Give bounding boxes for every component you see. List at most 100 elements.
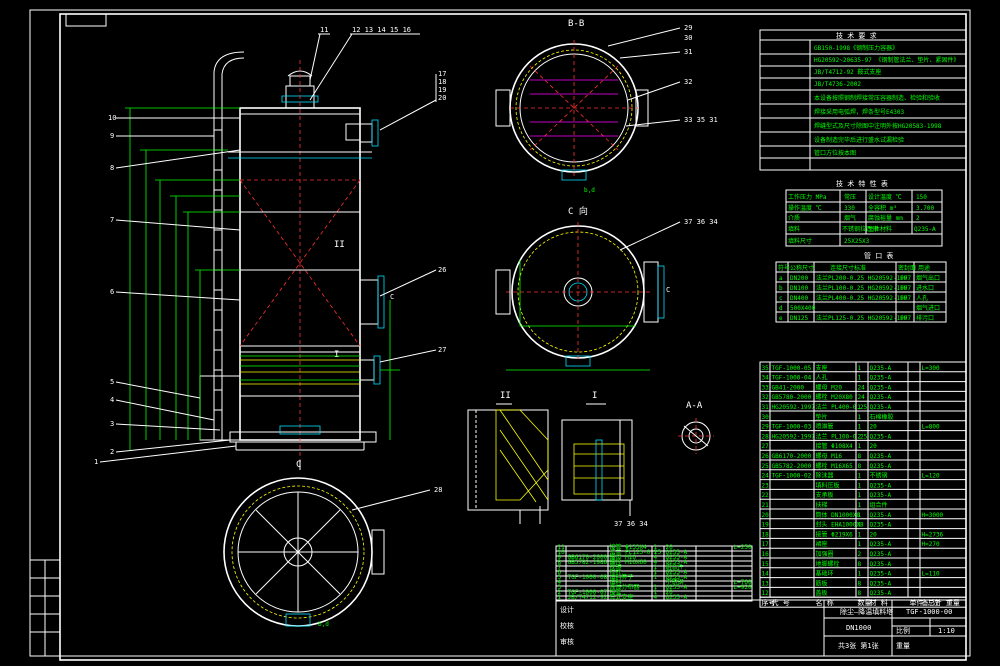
bom-left-cell: 8 (558, 559, 562, 566)
nz-4-0: e (779, 315, 783, 322)
bom-left-cell: 液体分布器 (610, 583, 640, 591)
bom-right-cell: 2 (858, 433, 862, 440)
bom-right-cell: H=2736 (922, 531, 944, 538)
bom-left-cell: Q235-A (666, 554, 688, 561)
corner-box (65, 13, 107, 27)
bom-right-cell: 螺栓 M20X80 (816, 393, 854, 401)
bom-left-cell: 接管 (610, 588, 622, 596)
bom-left-cell: L=760 (734, 579, 752, 586)
bom-right-cell: 33 (762, 384, 770, 391)
bom-right-cell: 螺栓 M16X65 (816, 462, 854, 470)
bom-left-cell: 4 (654, 554, 658, 561)
bom-right-cell: 24 (858, 384, 866, 391)
bom-right-cell: TGF-1000-03 (772, 424, 812, 431)
nozzle-table-title: 管 口 表 (864, 251, 893, 260)
nz-2-4: 人孔 (916, 294, 928, 302)
ladder-rungs (214, 129, 222, 411)
bom-right-cell: 螺母 M16 (816, 452, 843, 460)
bom-right-cell: 盖板 (816, 589, 828, 597)
bom-right-cell: 8 (858, 580, 862, 587)
bom-right-cell: 20 (762, 512, 770, 519)
view-c: C 向 37 36 34 C (495, 205, 718, 371)
bom-right-cell: Q235-A (870, 375, 892, 382)
bom-header-cell: 备 注 (922, 598, 940, 607)
bom-right-cell: 接管 Φ219X6 (816, 530, 854, 538)
handrail-pipe (213, 51, 245, 108)
bom-right-cell: 1 (858, 571, 862, 578)
balloon-28: 32 (684, 78, 692, 86)
scale-label: 比例 (896, 626, 910, 635)
outer-frame (29, 9, 971, 657)
bom-right-cell: 接管 Φ108X4 (816, 442, 854, 450)
tech-req-row-1: HG20592~20635-97 《钢制管法兰、垫片、紧固件》 (814, 56, 959, 64)
bom-right-cell: 筒体 DN1000X8 (816, 511, 861, 519)
bom-right-cell: 24 (762, 473, 770, 480)
nozzle-a (359, 123, 373, 143)
bom-left-cell: 螺母 M16 (610, 553, 637, 561)
dimension-lines (125, 107, 400, 450)
balloon-19: 19 (438, 86, 446, 94)
bom-right-cell: 8 (858, 463, 862, 470)
detail-aa: A-A (678, 401, 714, 454)
bom-right-cell: Q235-A (870, 492, 892, 499)
nz-4-2: 法兰PL125-0.25 HG20592-1997 (816, 314, 911, 322)
bom-left-cell: 1 (558, 594, 562, 601)
bom-right-cell: 28 (762, 433, 770, 440)
tc-0-2: 设计温度 ℃ (868, 193, 902, 201)
bom-right-cell: 30 (762, 414, 770, 421)
nz-4-4: 排污口 (916, 314, 934, 322)
bom-right-cell: 34 (762, 375, 770, 382)
bom-right-cell: 不锈钢 (870, 472, 888, 480)
leader-lines-left (99, 117, 241, 463)
nz-h-1: 公称尺寸 (790, 264, 814, 272)
balloon-23: 27 (438, 346, 446, 354)
balloon-26: 30 (684, 34, 692, 42)
balloon-27: 31 (684, 48, 692, 56)
bom-right-cell: Q235-A (870, 433, 892, 440)
bom-right-cell: 法兰 PL400-0.25 (816, 403, 868, 411)
bom-right-cell: 13 (762, 580, 770, 587)
bom-right-cell: 喷淋管 (816, 423, 834, 431)
bom-left-cell: 9 (558, 554, 562, 561)
bom-right-cell: 筋板 (816, 579, 828, 587)
nozzle-table: 管 口 表 符号 公称尺寸 连接尺寸标准 密封面 用途 a DN200 法兰PL… (775, 251, 947, 323)
nz-0-0: a (779, 275, 783, 282)
bom-right-cell: 23 (762, 482, 770, 489)
bom-left-cell: 1 (654, 544, 658, 551)
bom-right-cell: 支承板 (816, 491, 834, 499)
bom-left-cell: 20 (666, 544, 674, 551)
bom-left-frame (555, 545, 753, 602)
bom-right-cell: Q235-A (870, 571, 892, 578)
bom-right-cell: GB5782-2000 (772, 463, 812, 470)
bom-right-cell: L=110 (922, 571, 940, 578)
tech-req-row-3: JB/T4736-2002 (814, 81, 861, 88)
bom-right-cell: 1 (858, 531, 862, 538)
bom-left-cell: 2 (558, 589, 562, 596)
bom-left-cell: L=920 (734, 584, 752, 591)
bottom-note: b,d (318, 621, 329, 628)
tc-0-0: 工作压力 MPa (788, 193, 827, 201)
bom-left-cell: GB6170-2000 (568, 554, 608, 561)
bom-right-cell: 25 (762, 463, 770, 470)
bom-right-cell: TGF-1000-05 (772, 365, 812, 372)
tech-characteristics-table: 技 术 特 性 表 工作压力 MPa 常压 设计温度 ℃ 150 操作温度 ℃ … (785, 179, 943, 247)
balloon-11: 11 (320, 26, 328, 34)
balloon-18: 18 (438, 78, 446, 86)
nz-2-1: DN400 (790, 295, 808, 302)
bom-header-cell: 序号 (762, 598, 776, 607)
bom-left-cell: 4 (558, 579, 562, 586)
bom-left-cell: 接管 Φ133X4 (610, 543, 648, 551)
bom-right-cell: 2 (858, 551, 862, 558)
bom-right-cell: 封头 EHA1000X8 (816, 521, 865, 529)
bom-left-cell: 20 (666, 589, 674, 596)
bom-header-cell: 单件 总计 重量 (910, 598, 960, 607)
section-mark-2: II (334, 240, 345, 250)
bom-left-cell: 填料 (610, 578, 622, 586)
nz-3-1: 500X400 (790, 305, 816, 312)
balloon-12-16: 12 13 14 15 16 (352, 26, 411, 34)
detail-1: I 37 36 34 (561, 391, 648, 528)
approver-label: 审核 (560, 637, 574, 646)
view-c-c: C (666, 286, 670, 294)
drawing-scale: 1:10 (938, 627, 955, 635)
balloon-3: 3 (110, 420, 114, 428)
